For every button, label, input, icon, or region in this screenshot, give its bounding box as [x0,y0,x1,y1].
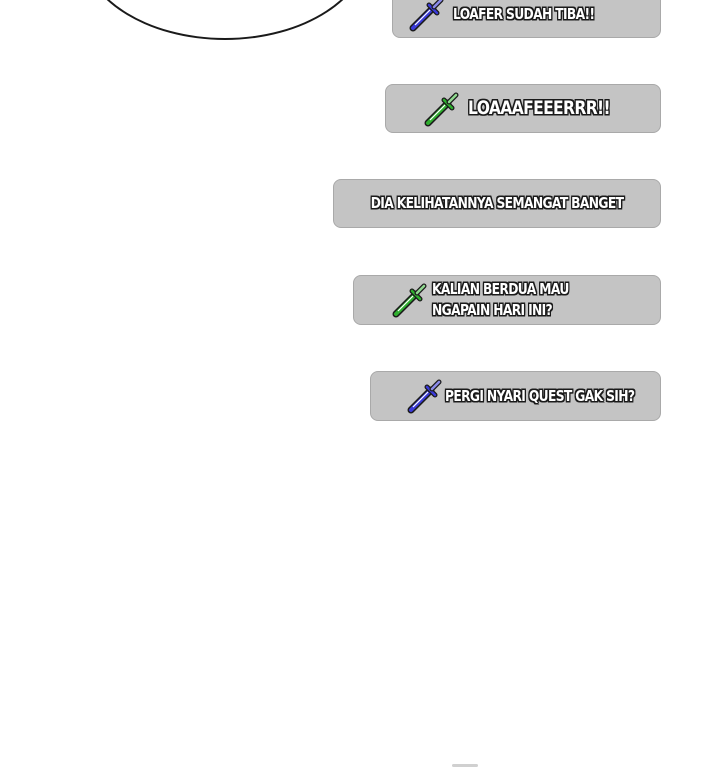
chat-message-text: LOAFER SUDAH TIBA!! [453,4,595,23]
chat-message-text: KALIAN BERDUA MAU NGAPAIN HARI INI? [432,280,569,319]
blue-sword-icon [409,0,444,32]
chat-message-5: PERGI NYARI QUEST GAK SIH? [370,371,661,421]
chat-message-1: LOAFER SUDAH TIBA!! [392,0,661,38]
chat-message-text: LOAAAFEEERRR!! [468,97,611,119]
green-sword-icon [392,283,427,318]
chat-message-text: PERGI NYARI QUEST GAK SIH? [445,386,635,405]
chat-message-2: LOAAAFEEERRR!! [385,84,661,133]
blue-sword-icon [407,379,442,414]
bottom-edge-mark [452,764,478,767]
chat-message-3: DIA KELIHATANNYA SEMANGAT BANGET [333,179,661,228]
green-sword-icon [424,92,459,126]
chat-message-text: DIA KELIHATANNYA SEMANGAT BANGET [370,194,624,212]
chat-message-4: KALIAN BERDUA MAU NGAPAIN HARI INI? [353,275,661,325]
speech-bubble-outline [80,0,370,40]
